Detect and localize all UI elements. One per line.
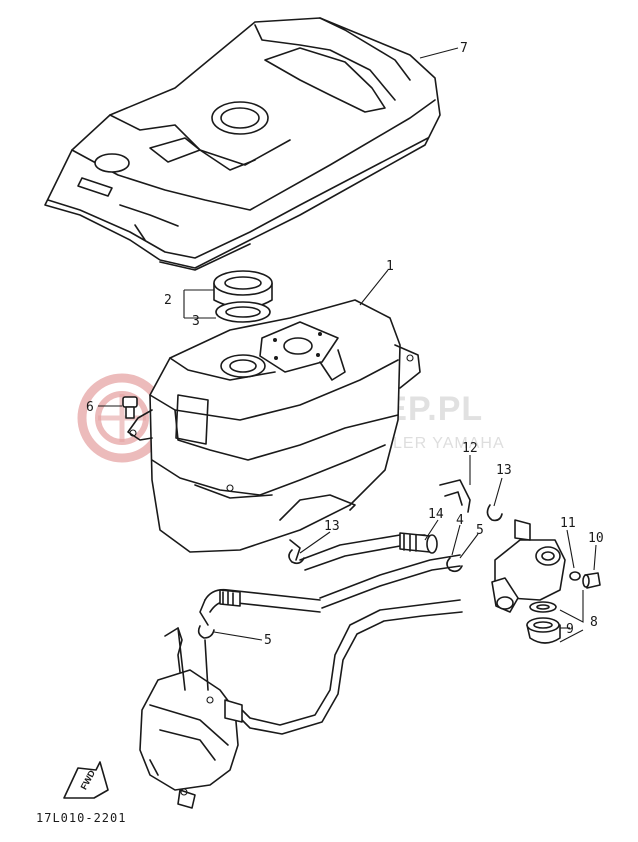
part-6-bolt bbox=[122, 396, 138, 419]
callout-10: 10 bbox=[588, 531, 604, 546]
callout-6: 6 bbox=[86, 400, 94, 415]
callout-5-left: 5 bbox=[264, 633, 272, 648]
callout-3: 3 bbox=[192, 314, 200, 329]
part-fuel-cock bbox=[491, 519, 601, 644]
callout-4: 4 bbox=[456, 513, 464, 528]
part-1-fuel-tank bbox=[127, 299, 421, 561]
fwd-arrow-icon: FWD bbox=[63, 761, 109, 799]
callout-13-right: 13 bbox=[496, 463, 512, 478]
callout-5-right: 5 bbox=[476, 523, 484, 538]
hose-clips bbox=[197, 504, 503, 639]
callout-12: 12 bbox=[462, 441, 478, 456]
callout-11: 11 bbox=[560, 516, 576, 531]
diagram-code: 17L010-2201 bbox=[36, 811, 126, 825]
leader-lines bbox=[98, 47, 597, 643]
callout-14: 14 bbox=[428, 507, 444, 522]
callout-8: 8 bbox=[590, 615, 598, 630]
callout-9: 9 bbox=[566, 622, 574, 637]
callout-1: 1 bbox=[386, 259, 394, 274]
part-7-cover bbox=[44, 17, 441, 271]
carburetor bbox=[139, 627, 243, 809]
callouts: 7 1 2 3 6 12 13 13 14 4 5 5 11 10 8 9 bbox=[86, 41, 604, 648]
callout-13-left: 13 bbox=[324, 519, 340, 534]
callout-7: 7 bbox=[460, 41, 468, 56]
part-2-3-filler-cap bbox=[213, 270, 273, 323]
fuel-hoses bbox=[199, 479, 471, 735]
callout-2: 2 bbox=[164, 293, 172, 308]
